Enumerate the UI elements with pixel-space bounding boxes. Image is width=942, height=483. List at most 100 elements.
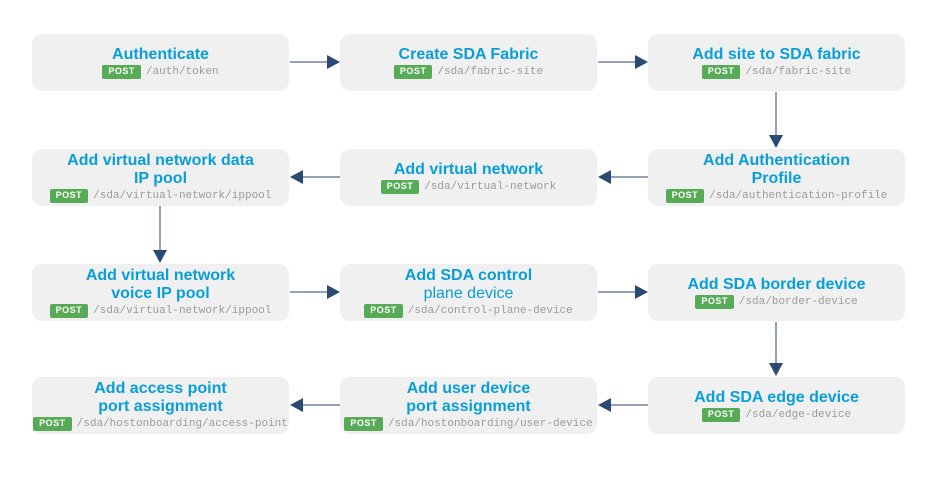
step-add-virtual-network-voice-ip-pool: Add virtual network voice IP pool POST /… bbox=[32, 264, 289, 321]
step-title-line1: Add user device bbox=[406, 380, 531, 398]
step-title-line1: Create SDA Fabric bbox=[398, 45, 539, 63]
step-title: Authenticate bbox=[112, 46, 209, 63]
step-title-line2: plane device bbox=[423, 284, 514, 302]
post-badge: POST bbox=[102, 65, 141, 80]
step-title-line1: Add virtual network data bbox=[67, 152, 254, 170]
step-add-sda-control-plane-device: Add SDA control plane device POST /sda/c… bbox=[340, 264, 597, 321]
arrow-line bbox=[775, 322, 777, 365]
step-title: Add site to SDA fabric bbox=[692, 46, 860, 63]
post-badge: POST bbox=[364, 303, 403, 318]
post-badge: POST bbox=[33, 416, 72, 431]
arrow-line bbox=[598, 61, 637, 63]
step-title: Add SDA edge device bbox=[694, 389, 859, 406]
api-endpoint: POST /sda/fabric-site bbox=[393, 65, 544, 80]
post-badge: POST bbox=[665, 188, 705, 203]
api-path: /sda/control-plane-device bbox=[407, 304, 573, 317]
step-title: Add virtual network data IP pool bbox=[67, 152, 254, 187]
step-add-authentication-profile: Add Authentication Profile POST /sda/aut… bbox=[648, 149, 905, 206]
step-title-line2: IP pool bbox=[133, 169, 188, 187]
api-endpoint: POST /sda/virtual-network/ippool bbox=[49, 303, 271, 318]
api-endpoint: POST /sda/hostonboarding/access-point bbox=[33, 416, 288, 431]
api-path: /sda/fabric-site bbox=[745, 66, 852, 79]
arrow-authenticate-to-create-fabric bbox=[290, 55, 340, 69]
step-title-line2: port assignment bbox=[406, 397, 531, 415]
step-title-line1: Add virtual network bbox=[393, 160, 544, 178]
step-add-virtual-network-data-ip-pool: Add virtual network data IP pool POST /s… bbox=[32, 149, 289, 206]
api-endpoint: POST /sda/hostonboarding/user-device bbox=[344, 416, 593, 431]
step-title-line1: Add SDA control bbox=[404, 267, 533, 285]
api-endpoint: POST /sda/virtual-network bbox=[380, 180, 556, 195]
post-badge: POST bbox=[701, 408, 741, 423]
step-title: Add SDA border device bbox=[687, 276, 865, 293]
api-path: /sda/hostonboarding/user-device bbox=[387, 417, 593, 430]
arrow-auth-profile-to-virtual-network bbox=[598, 170, 648, 184]
post-badge: POST bbox=[49, 303, 89, 318]
post-badge: POST bbox=[380, 180, 420, 195]
arrow-line bbox=[301, 404, 340, 406]
arrow-virtual-network-to-data-ip-pool bbox=[290, 170, 340, 184]
arrow-line bbox=[301, 176, 340, 178]
step-title-line1: Add Authentication bbox=[703, 152, 850, 170]
step-create-sda-fabric: Create SDA Fabric POST /sda/fabric-site bbox=[340, 34, 597, 91]
arrow-user-device-to-access-point bbox=[290, 398, 340, 412]
api-path: /sda/border-device bbox=[738, 296, 858, 309]
step-title-line1: Add SDA edge device bbox=[694, 388, 859, 406]
arrowhead-icon bbox=[327, 285, 340, 299]
step-add-sda-border-device: Add SDA border device POST /sda/border-d… bbox=[648, 264, 905, 321]
post-badge: POST bbox=[695, 295, 734, 310]
arrow-line bbox=[775, 92, 777, 137]
api-path: /sda/virtual-network/ippool bbox=[93, 189, 272, 202]
step-add-site-to-sda-fabric: Add site to SDA fabric POST /sda/fabric-… bbox=[648, 34, 905, 91]
step-title: Add user device port assignment bbox=[406, 380, 530, 415]
arrowhead-icon bbox=[290, 398, 303, 412]
arrowhead-icon bbox=[327, 55, 340, 69]
step-title-line2: Profile bbox=[751, 169, 802, 187]
api-endpoint: POST /sda/authentication-profile bbox=[665, 188, 888, 203]
step-title: Add SDA control plane device bbox=[405, 267, 532, 302]
step-title-line1: Authenticate bbox=[112, 45, 209, 63]
step-add-access-point-port-assignment: Add access point port assignment POST /s… bbox=[32, 377, 289, 434]
api-path: /sda/hostonboarding/access-point bbox=[76, 417, 288, 430]
step-title-line1: Add virtual network bbox=[85, 267, 236, 285]
arrowhead-icon bbox=[598, 170, 611, 184]
step-authenticate: Authenticate POST /auth/token bbox=[32, 34, 289, 91]
step-title: Add access point port assignment bbox=[94, 380, 226, 415]
step-title-line2: voice IP pool bbox=[111, 284, 210, 302]
step-title-line1: Add site to SDA fabric bbox=[692, 45, 861, 63]
arrow-create-fabric-to-add-site bbox=[598, 55, 648, 69]
api-endpoint: POST /sda/fabric-site bbox=[701, 65, 852, 80]
step-add-sda-edge-device: Add SDA edge device POST /sda/edge-devic… bbox=[648, 377, 905, 434]
api-path: /auth/token bbox=[145, 66, 219, 79]
arrow-line bbox=[609, 404, 648, 406]
arrowhead-icon bbox=[598, 398, 611, 412]
api-endpoint: POST /sda/control-plane-device bbox=[364, 303, 573, 318]
api-endpoint: POST /sda/edge-device bbox=[701, 408, 852, 423]
post-badge: POST bbox=[701, 65, 741, 80]
arrowhead-icon bbox=[635, 55, 648, 69]
arrow-edge-device-to-user-device bbox=[598, 398, 648, 412]
post-badge: POST bbox=[344, 416, 383, 431]
step-title-line1: Add access point bbox=[94, 380, 227, 398]
api-path: /sda/edge-device bbox=[745, 409, 852, 422]
arrow-line bbox=[609, 176, 648, 178]
api-path: /sda/fabric-site bbox=[437, 66, 544, 79]
post-badge: POST bbox=[393, 65, 433, 80]
arrow-add-site-to-auth-profile bbox=[769, 92, 783, 148]
arrow-control-plane-to-border-device bbox=[598, 285, 648, 299]
arrow-line bbox=[598, 291, 637, 293]
api-endpoint: POST /sda/virtual-network/ippool bbox=[49, 188, 272, 203]
arrowhead-icon bbox=[153, 250, 167, 263]
step-add-virtual-network: Add virtual network POST /sda/virtual-ne… bbox=[340, 149, 597, 206]
arrow-line bbox=[290, 61, 329, 63]
arrow-data-ip-pool-to-voice-ip-pool bbox=[153, 206, 167, 263]
arrowhead-icon bbox=[769, 135, 783, 148]
arrow-border-device-to-edge-device bbox=[769, 322, 783, 376]
step-title: Create SDA Fabric bbox=[399, 46, 539, 63]
step-title: Add virtual network voice IP pool bbox=[86, 267, 235, 302]
api-path: /sda/authentication-profile bbox=[709, 189, 888, 202]
arrow-voice-ip-pool-to-control-plane bbox=[290, 285, 340, 299]
step-title: Add virtual network bbox=[394, 161, 543, 178]
step-add-user-device-port-assignment: Add user device port assignment POST /sd… bbox=[340, 377, 597, 434]
arrow-line bbox=[290, 291, 329, 293]
